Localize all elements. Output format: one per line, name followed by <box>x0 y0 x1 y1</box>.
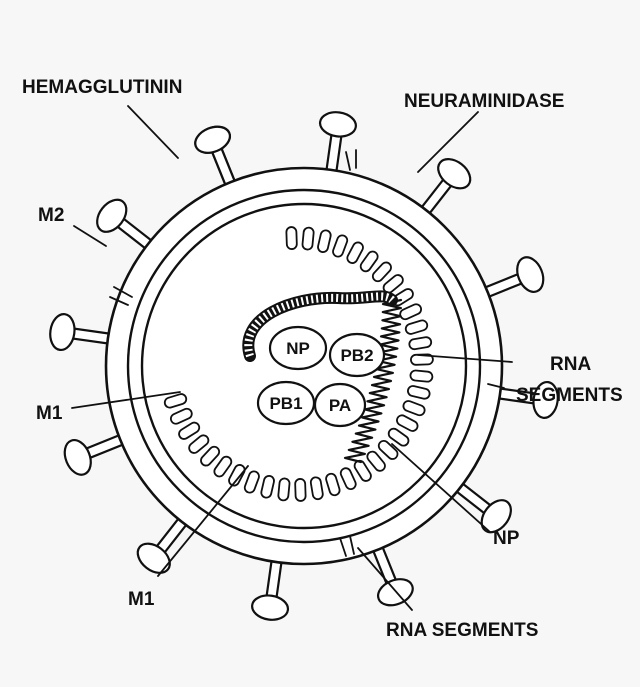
protein-pb2: PB2 <box>328 332 386 378</box>
coil-bead <box>169 407 193 425</box>
coil-bead <box>377 439 399 460</box>
coil-bead <box>366 450 386 472</box>
protein-np-label: NP <box>286 339 310 358</box>
coil-bead <box>371 261 392 283</box>
coil-bead <box>408 336 433 351</box>
coil-bead <box>402 400 426 417</box>
surface-spikes <box>49 111 559 621</box>
tick-top <box>345 149 357 171</box>
label-m2: M2 <box>38 205 64 226</box>
leader-rna-segments-right <box>417 354 513 363</box>
coil-bead <box>163 393 188 409</box>
coil-bead <box>200 445 221 467</box>
coil-bead <box>387 427 410 447</box>
ribonucleoprotein-coil <box>163 226 434 502</box>
leader-m1-left <box>71 391 181 409</box>
tick-bottom <box>339 535 355 557</box>
label-m1-left: M1 <box>36 403 63 424</box>
leader-m2 <box>73 225 107 247</box>
spike <box>96 198 159 255</box>
coil-bead <box>396 414 419 432</box>
coil-bead <box>407 385 431 400</box>
tail-stripes <box>244 292 395 358</box>
protein-pa: PA <box>313 382 367 428</box>
spike <box>415 158 472 221</box>
label-rna-segments-right-line2: SEGMENTS <box>516 385 623 406</box>
protein-pa-label: PA <box>329 396 351 415</box>
label-np: NP <box>493 528 520 549</box>
protein-pb2-label: PB2 <box>340 346 373 365</box>
coil-bead <box>188 434 210 454</box>
coil-bead <box>277 477 291 502</box>
leader-lines <box>71 105 513 611</box>
coil-bead <box>404 319 429 335</box>
coil-bead <box>339 467 357 491</box>
leader-rna-segments-bottom <box>357 547 413 611</box>
coil-bead <box>260 475 275 499</box>
label-rna-segments-right-line1: RNA <box>550 354 591 375</box>
coil-bead <box>301 226 315 251</box>
coil-bead <box>409 369 434 383</box>
spike <box>251 552 290 621</box>
label-rna-segments-bottom: RNA SEGMENTS <box>386 620 538 641</box>
coil-bead <box>213 455 233 478</box>
protein-pb1: PB1 <box>256 380 316 426</box>
coil-bead <box>309 476 324 501</box>
rna-strand-wavy <box>343 298 403 464</box>
leader-m1-bottom <box>157 465 249 577</box>
tick-left <box>109 286 133 306</box>
leader-hemagglutinin <box>127 105 179 159</box>
spike <box>318 111 357 180</box>
coil-bead <box>285 226 298 250</box>
label-m1-bottom: M1 <box>128 589 155 610</box>
coil-bead <box>359 250 379 273</box>
protein-pb1-label: PB1 <box>269 394 302 413</box>
leader-np <box>391 443 491 533</box>
spike <box>449 477 512 534</box>
tick-right <box>487 383 505 389</box>
label-hemagglutinin: HEMAGGLUTININ <box>22 77 182 98</box>
leader-neuraminidase <box>417 111 479 173</box>
coil-bead <box>346 241 364 264</box>
envelope-ticks <box>109 149 505 557</box>
spike <box>136 511 193 574</box>
coil-bead <box>294 478 307 502</box>
coil-bead <box>332 234 349 258</box>
coil-bead <box>243 470 260 494</box>
protein-np: NP <box>268 325 328 371</box>
label-neuraminidase: NEURAMINIDASE <box>404 91 564 112</box>
coil-bead <box>325 472 341 497</box>
rna-strand-striped <box>242 290 398 362</box>
coil-bead <box>317 229 332 253</box>
coil-bead <box>178 421 201 440</box>
